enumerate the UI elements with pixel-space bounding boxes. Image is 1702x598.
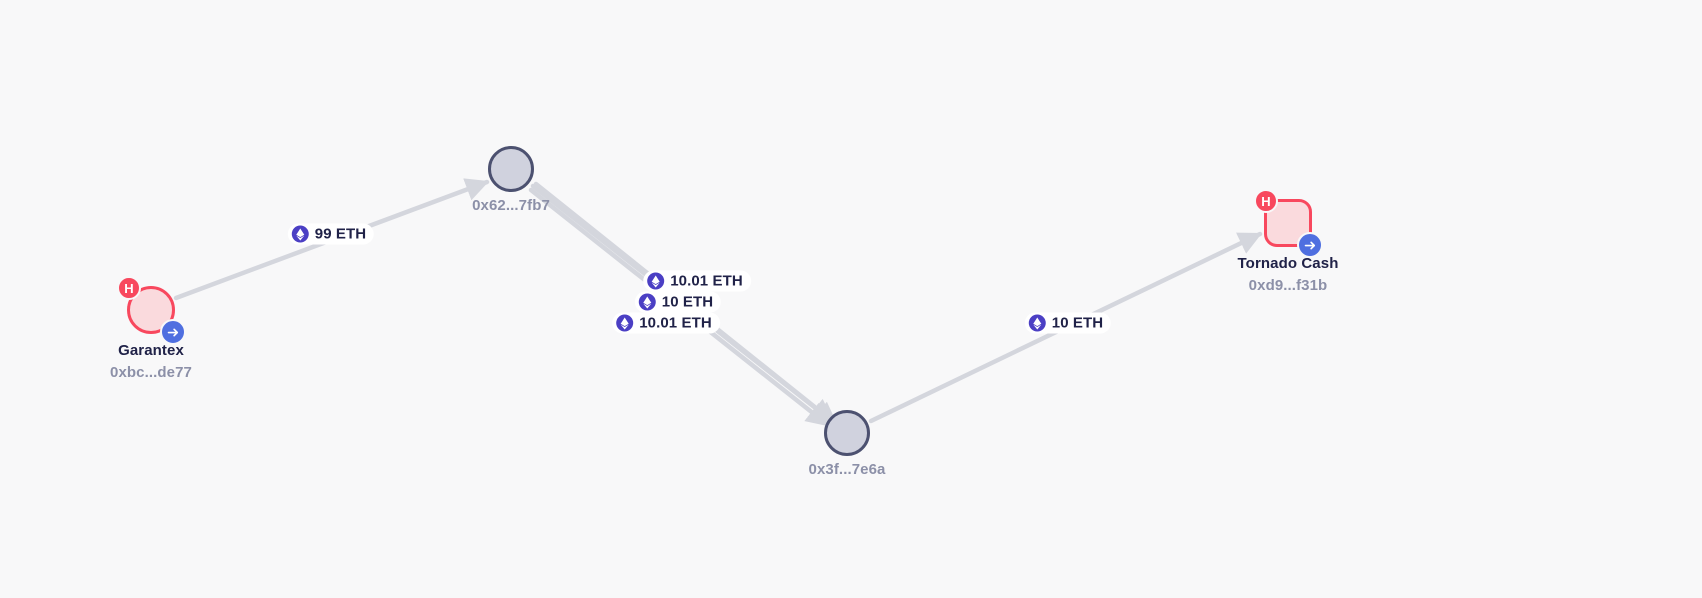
address-label: 0x62...7fb7 xyxy=(472,197,550,214)
ethereum-icon xyxy=(638,293,656,311)
address-node-glyph[interactable] xyxy=(488,146,534,192)
edge-value-chip[interactable]: 99 ETH xyxy=(287,223,375,245)
edge-value-label: 99 ETH xyxy=(314,225,367,243)
edge-value-chip[interactable]: 10 ETH xyxy=(1024,312,1112,334)
tornado-cash-address: 0xd9...f31b xyxy=(1248,277,1328,294)
address-shape xyxy=(824,410,870,456)
tornado-cash-shape xyxy=(1264,199,1312,247)
edge-value-label: 10 ETH xyxy=(1051,314,1104,332)
outflow-arrow-icon xyxy=(160,319,186,345)
address-shape xyxy=(488,146,534,192)
edge-value-chip[interactable]: 10.01 ETH xyxy=(643,270,751,292)
edge-value-chip[interactable]: 10 ETH xyxy=(634,291,722,313)
garantex-address: 0xbc...de77 xyxy=(110,364,192,381)
address-label: 0x3f...7e6a xyxy=(808,461,886,478)
ethereum-icon xyxy=(1028,314,1046,332)
edge-value-label: 10.01 ETH xyxy=(670,272,743,290)
edge-value-label: 10.01 ETH xyxy=(639,314,712,332)
ethereum-icon xyxy=(616,314,634,332)
ethereum-icon xyxy=(647,272,665,290)
outflow-arrow-icon xyxy=(1297,232,1323,258)
garantex-title: Garantex xyxy=(118,342,184,359)
hack-badge-icon: H xyxy=(1254,189,1278,213)
garantex-node-glyph[interactable]: H xyxy=(117,276,186,345)
tornado-cash-title: Tornado Cash xyxy=(1237,255,1339,272)
tornado-cash-node-glyph[interactable]: H xyxy=(1254,189,1323,258)
address-node-glyph[interactable] xyxy=(824,410,870,456)
edge-value-chip[interactable]: 10.01 ETH xyxy=(612,312,720,334)
edge-value-label: 10 ETH xyxy=(661,293,714,311)
hack-badge-icon: H xyxy=(117,276,141,300)
ethereum-icon xyxy=(291,225,309,243)
